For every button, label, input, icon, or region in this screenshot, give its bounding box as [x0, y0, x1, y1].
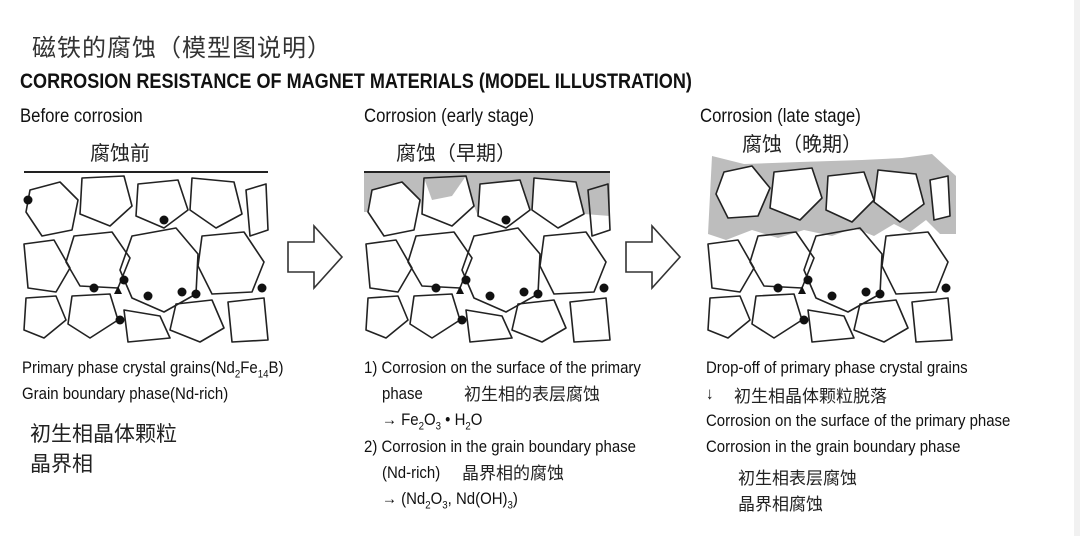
down-arrow-icon: ↓: [706, 384, 714, 403]
stage-2-caption-item2-cn: 晶界相的腐蚀: [462, 464, 564, 484]
grain-panel-early: [364, 171, 611, 343]
grain-panel-late: [707, 154, 956, 343]
stage-1-caption-cn2: 晶界相: [30, 452, 93, 476]
stage-3-label-en: Corrosion (late stage): [700, 106, 861, 127]
stage-1-label-en: Before corrosion: [20, 106, 143, 127]
stage-2-product-1: → Fe2O3 • H2O: [382, 410, 483, 433]
stage-1-caption-line2: Grain boundary phase(Nd-rich): [22, 384, 229, 403]
stage-2-caption-item2: 2) Corrosion in the grain boundary phase: [364, 437, 636, 456]
stage-3-caption-cn2: 晶界相腐蚀: [738, 495, 823, 515]
stage-2-product-2: → (Nd2O3, Nd(OH)3): [382, 489, 518, 512]
stage-3-caption-cn1: 初生相表层腐蚀: [738, 469, 857, 489]
grain-panel-before: [23, 171, 269, 343]
stage-3-caption-line3: Corrosion in the grain boundary phase: [706, 437, 961, 456]
scrollbar[interactable]: [1074, 0, 1080, 536]
stage-1-caption-line1: Primary phase crystal grains(Nd2Fe14B): [22, 358, 284, 381]
stage-3-caption-line1: Drop-off of primary phase crystal grains: [706, 358, 968, 377]
stage-3-caption-line2: Corrosion on the surface of the primary …: [706, 411, 1011, 430]
stage-2-caption-item1: 1) Corrosion on the surface of the prima…: [364, 358, 641, 377]
stage-1-caption-cn1: 初生相晶体颗粒: [30, 422, 177, 446]
stage-2-caption-item2b: (Nd-rich): [382, 463, 441, 482]
stage-2-label-cn: 腐蚀（早期）: [396, 141, 516, 165]
outline-right-arrow-icon: [625, 223, 682, 291]
stage-3-caption-line1-cn: 初生相晶体颗粒脱落: [734, 387, 887, 407]
outline-right-arrow-icon: [287, 223, 344, 291]
stage-1-label-cn: 腐蚀前: [90, 141, 150, 165]
page-title-cn: 磁铁的腐蚀（模型图说明）: [32, 34, 332, 62]
stage-2-caption-item1-cn: 初生相的表层腐蚀: [464, 385, 600, 405]
stage-2-caption-item1b: phase: [382, 384, 423, 403]
page-title-en: CORROSION RESISTANCE OF MAGNET MATERIALS…: [20, 70, 692, 93]
stage-3-label-cn: 腐蚀（晚期）: [742, 132, 862, 156]
stage-2-label-en: Corrosion (early stage): [364, 106, 535, 127]
